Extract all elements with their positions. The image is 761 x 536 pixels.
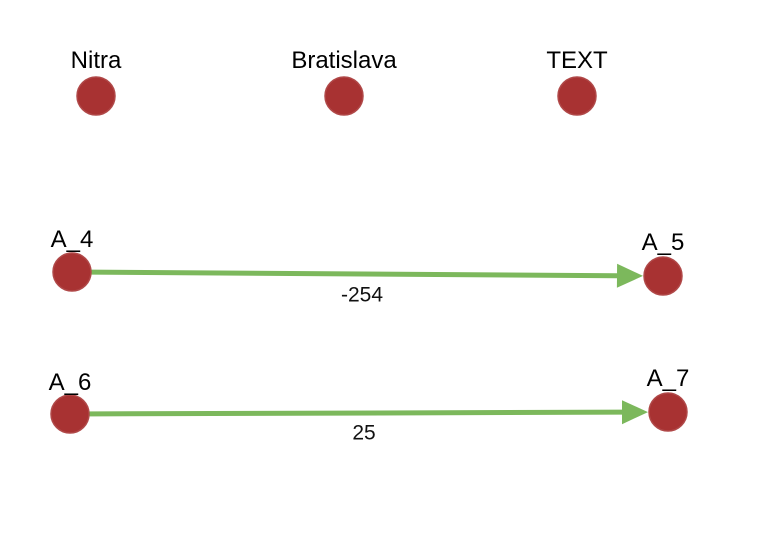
node-circle[interactable] <box>648 392 688 432</box>
node-circle[interactable] <box>76 76 116 116</box>
edge-a4-a5[interactable]: -254 <box>71 263 643 307</box>
node-text[interactable]: TEXT <box>546 47 608 116</box>
arrowhead-icon <box>616 263 643 288</box>
edges-layer: -254 25 <box>69 263 648 445</box>
node-a4[interactable]: A_4 <box>51 226 94 292</box>
node-label: Bratislava <box>291 47 397 74</box>
node-circle[interactable] <box>324 76 364 116</box>
node-label: Nitra <box>71 47 122 74</box>
arrowhead-icon <box>622 400 648 425</box>
node-circle[interactable] <box>52 252 92 292</box>
edge-a6-a7[interactable]: 25 <box>69 400 648 445</box>
node-circle[interactable] <box>643 256 683 296</box>
node-a7[interactable]: A_7 <box>647 365 690 432</box>
node-a6[interactable]: A_6 <box>49 369 92 434</box>
node-label: TEXT <box>546 47 608 74</box>
node-bratislava[interactable]: Bratislava <box>291 47 397 116</box>
edge-label: 25 <box>352 422 375 445</box>
node-circle[interactable] <box>50 394 90 434</box>
node-a5[interactable]: A_5 <box>642 229 685 296</box>
node-label: A_6 <box>49 369 92 396</box>
node-label: A_4 <box>51 226 94 253</box>
node-label: A_7 <box>647 365 690 392</box>
edge-label: -254 <box>341 284 383 307</box>
node-circle[interactable] <box>557 76 597 116</box>
node-nitra[interactable]: Nitra <box>71 47 122 116</box>
edge-line <box>71 269 618 279</box>
edge-line <box>69 409 623 417</box>
node-label: A_5 <box>642 229 685 256</box>
nodes-layer: Nitra Bratislava TEXT A_4 A_5A_6 A_7 <box>49 47 690 434</box>
